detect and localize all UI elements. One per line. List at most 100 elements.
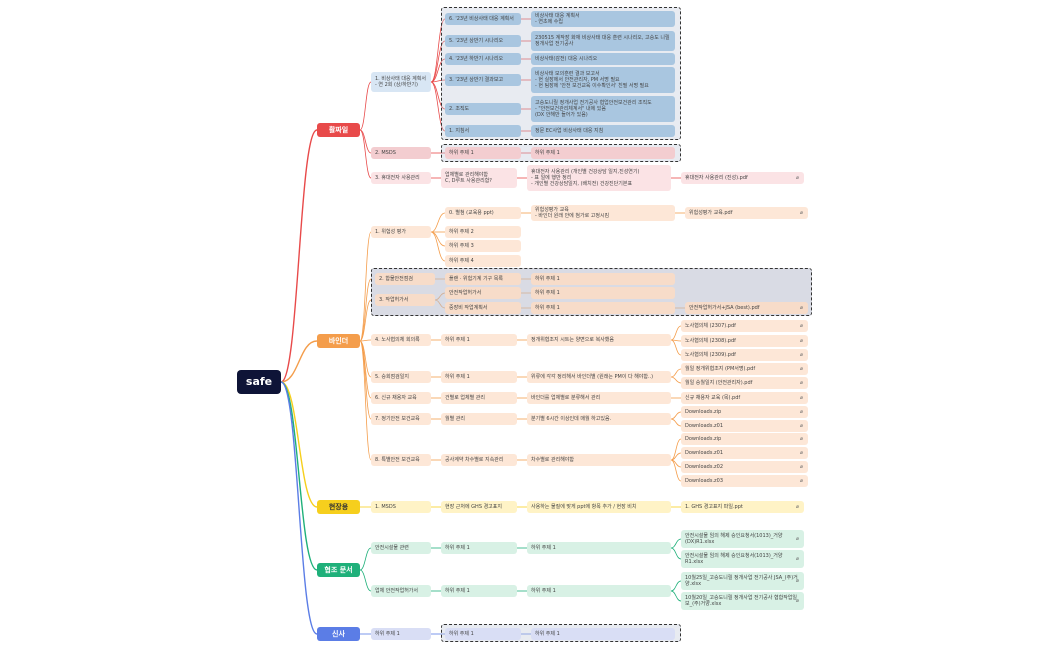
topic-emergency-5-detail[interactable]: 230515 계작장 화재 비상사태 대응 훈련 시나리오, 고승도 니릴 정개… (531, 31, 675, 51)
topic-special-edu-b[interactable]: 차수별로 관리해야함 (527, 454, 671, 466)
paperclip-icon[interactable]: ⌀ (795, 556, 799, 562)
file-regular-edu-zip[interactable]: Downloads.zip⌀ (681, 406, 808, 418)
topic-risk-sub-4[interactable]: 하위 주제 4 (445, 255, 521, 267)
topic-safety-check-b[interactable]: 하위 주제 1 (531, 273, 675, 285)
topic-emergency-6[interactable]: 6. '23년 비상사태 대응 계획서 (445, 13, 521, 25)
topic-labor-council-b[interactable]: 정개위협조지 시트는 양면으로 복사했음 (527, 334, 671, 346)
file-risk-education[interactable]: 위험성평가 교육.pdf⌀ (685, 207, 808, 219)
file-safety-facility[interactable]: 안전시설물 임의 해제 승인요청서(1013)_거양R1.xlsx⌀ (681, 550, 804, 568)
topic-field-msds[interactable]: 1. MSDS (371, 501, 431, 513)
topic-emergency-1[interactable]: 1. 지침서 (445, 125, 521, 137)
paperclip-icon[interactable]: ⌀ (799, 338, 803, 344)
topic-emergency-4[interactable]: 4. '23년 하반기 시나리오 (445, 53, 521, 65)
paperclip-icon[interactable]: ⌀ (799, 478, 803, 484)
topic-regular-edu[interactable]: 7. 정기안전 보건교육 (371, 413, 431, 425)
topic-emergency-2-detail[interactable]: 고승도니릴 정개사업 전기공사 협업안전보건관리 조직도 - "안전보건관리체계… (531, 96, 675, 122)
root-node[interactable]: safe (237, 370, 281, 394)
paperclip-icon[interactable]: ⌀ (799, 450, 803, 456)
branch-3[interactable]: 현장용 (317, 500, 360, 514)
topic-vendor-permit-b[interactable]: 하위 주제 1 (527, 585, 671, 597)
paperclip-icon[interactable]: ⌀ (799, 423, 803, 429)
topic-special-edu[interactable]: 8. 특별안전 보건교육 (371, 454, 431, 466)
topic-work-permit-b[interactable]: 중장비 작업계획서 (445, 302, 521, 314)
paperclip-icon[interactable]: ⌀ (799, 352, 803, 358)
topic-msds-sub-b[interactable]: 하위 주제 1 (531, 147, 675, 159)
paperclip-icon[interactable]: ⌀ (799, 409, 803, 415)
topic-labor-council-a[interactable]: 하위 주제 1 (441, 334, 517, 346)
file-ghs-label[interactable]: 1. GHS 경고표지 파일.ppt⌀ (681, 501, 804, 513)
paperclip-icon[interactable]: ⌀ (799, 464, 803, 470)
file-special-edu-z02[interactable]: Downloads.z02⌀ (681, 461, 808, 473)
topic-risk-assessment[interactable]: 1. 위험성 평가 (371, 226, 431, 238)
paperclip-icon[interactable]: ⌀ (799, 436, 803, 442)
paperclip-icon[interactable]: ⌀ (799, 395, 803, 401)
file-safety-facility-dx[interactable]: 안전시설물 임의 해제 승인요청서(1013)_거양(DX)R1.xlsx⌀ (681, 530, 804, 548)
file-device-mgmt[interactable]: 휴대전자 사용관리 (진성).pdf⌀ (681, 172, 804, 184)
topic-misc-b[interactable]: 하위 주제 1 (531, 628, 675, 640)
topic-risk-sub-2[interactable]: 하위 주제 2 (445, 226, 521, 238)
paperclip-icon[interactable]: ⌀ (799, 366, 803, 372)
file-labor-council-2308[interactable]: 노사협의체 (2308).pdf⌀ (681, 335, 808, 347)
paperclip-icon[interactable]: ⌀ (799, 380, 803, 386)
topic-new-hire-edu-b[interactable]: 바인더를 업체별로 분류해서 관리 (527, 392, 671, 404)
paperclip-icon[interactable]: ⌀ (799, 210, 803, 216)
file-work-permit[interactable]: 안전작업허가서+JSA (best).pdf⌀ (685, 302, 808, 314)
branch-5[interactable]: 신사 (317, 627, 360, 641)
branch-4[interactable]: 협조 문서 (317, 563, 360, 577)
topic-emergency-3-detail[interactable]: 비상사태 모의훈련 결과 보고서 - 현 실장에서 안전관리자, PM 서명 필… (531, 67, 675, 93)
paperclip-icon[interactable]: ⌀ (799, 323, 803, 329)
topic-safety-facility-a[interactable]: 하위 주제 1 (441, 542, 517, 554)
file-special-edu-zip[interactable]: Downloads.zip⌀ (681, 433, 808, 445)
topic-inspection-log[interactable]: 5. 승회점검일지 (371, 371, 431, 383)
topic-work-permit-a-sub[interactable]: 하위 주제 1 (531, 287, 675, 299)
file-labor-council-2307[interactable]: 노사협의체 (2307).pdf⌀ (681, 320, 808, 332)
file-vendor-jsa[interactable]: 10월25일_고승도니릴 정개사업 전기공사 JSA_(주)거양.xlsx⌀ (681, 572, 804, 590)
topic-inspection-log-a[interactable]: 하위 주제 1 (441, 371, 517, 383)
topic-msds-sub-a[interactable]: 하위 주제 1 (445, 147, 521, 159)
topic-device-mgmt-b[interactable]: 휴대전자 사용관리 (개인별 건강상담 일지,진성연기) - 표 일에 행만 정… (527, 165, 671, 191)
topic-labor-council[interactable]: 4. 노사협의체 회의록 (371, 334, 431, 346)
topic-safety-check-a[interactable]: 플랜 · 위험기계 기구 목록 (445, 273, 521, 285)
topic-inspection-log-b[interactable]: 위류에 각각 정리해서 바인더별 (원래는 PM이 다 해야함..) (527, 371, 671, 383)
paperclip-icon[interactable]: ⌀ (795, 504, 799, 510)
topic-special-edu-a[interactable]: 공사계약 차수별로 지속관리 (441, 454, 517, 466)
file-labor-council-2309[interactable]: 노사협의체 (2309).pdf⌀ (681, 349, 808, 361)
topic-work-permit-b-sub[interactable]: 하위 주제 1 (531, 302, 675, 314)
topic-field-msds-a[interactable]: 현장 근처에 GHS 경고표지 (441, 501, 517, 513)
file-regular-edu-z01[interactable]: Downloads.z01⌀ (681, 420, 808, 432)
paperclip-icon[interactable]: ⌀ (795, 536, 799, 542)
topic-work-permit-a[interactable]: 안전작업허가서 (445, 287, 521, 299)
file-inspection-pm[interactable]: 월일 정개위협조지 (PM서명).pdf⌀ (681, 363, 808, 375)
paperclip-icon[interactable]: ⌀ (799, 305, 803, 311)
topic-emergency-plan[interactable]: 1. 비상사태 대응 계획서 - 연 2회 (상/하반기) (371, 72, 431, 92)
topic-vendor-permit[interactable]: 업체 안전작업허가서 (371, 585, 431, 597)
paperclip-icon[interactable]: ⌀ (795, 175, 799, 181)
paperclip-icon[interactable]: ⌀ (795, 598, 799, 604)
file-new-hire-edu[interactable]: 신규 채용자 교육 (목).pdf⌀ (681, 392, 808, 404)
topic-regular-edu-a[interactable]: 월별 관리 (441, 413, 517, 425)
topic-risk-attachment-detail[interactable]: 위험성평가 교육 - 바인더 원래 안에 첨가로 고정시킴 (531, 205, 675, 221)
topic-risk-attachment[interactable]: 0. 별첨 (교육용 ppt) (445, 207, 521, 219)
topic-safety-facility[interactable]: 안전시설물 관련 (371, 542, 431, 554)
topic-new-hire-edu[interactable]: 6. 신규 채용자 교육 (371, 392, 431, 404)
topic-msds[interactable]: 2. MSDS (371, 147, 431, 159)
topic-emergency-4-detail[interactable]: 비상사태(감전) 대응 시나리오 (531, 53, 675, 65)
topic-risk-sub-3[interactable]: 하위 주제 3 (445, 240, 521, 252)
topic-emergency-2[interactable]: 2. 조직도 (445, 103, 521, 115)
topic-new-hire-edu-a[interactable]: 건별로 업체별 관리 (441, 392, 517, 404)
topic-emergency-1-detail[interactable]: 정문 EC사업 비상사태 대응 지침 (531, 125, 675, 137)
topic-work-permit[interactable]: 3. 작업허가서 (375, 294, 435, 306)
topic-safety-check[interactable]: 2. 합물안전점검 (375, 273, 435, 285)
file-special-edu-z01[interactable]: Downloads.z01⌀ (681, 447, 808, 459)
topic-emergency-5[interactable]: 5. '23년 상반기 시나리오 (445, 35, 521, 47)
topic-device-mgmt-a[interactable]: 업체별로 관리해야함 C, D루트 사용관리함? (441, 168, 517, 188)
branch-2[interactable]: 바인더 (317, 334, 360, 348)
topic-field-msds-b[interactable]: 사용하는 물질에 맞게 ppt에 항목 추가 / 현장 비치 (527, 501, 671, 513)
topic-vendor-permit-a[interactable]: 하위 주제 1 (441, 585, 517, 597)
topic-misc[interactable]: 하위 주제 1 (371, 628, 431, 640)
file-inspection-safety[interactable]: 월일 승월일지 (안전관리자).pdf⌀ (681, 377, 808, 389)
topic-emergency-3[interactable]: 3. '23년 상반기 결과보고 (445, 74, 521, 86)
topic-emergency-6-detail[interactable]: 비상사태 대응 계획서 - 연초에 수립 (531, 11, 675, 27)
topic-regular-edu-b[interactable]: 분기별 6시간 이상인데 매월 하고있음. (527, 413, 671, 425)
topic-misc-a[interactable]: 하위 주제 1 (445, 628, 521, 640)
